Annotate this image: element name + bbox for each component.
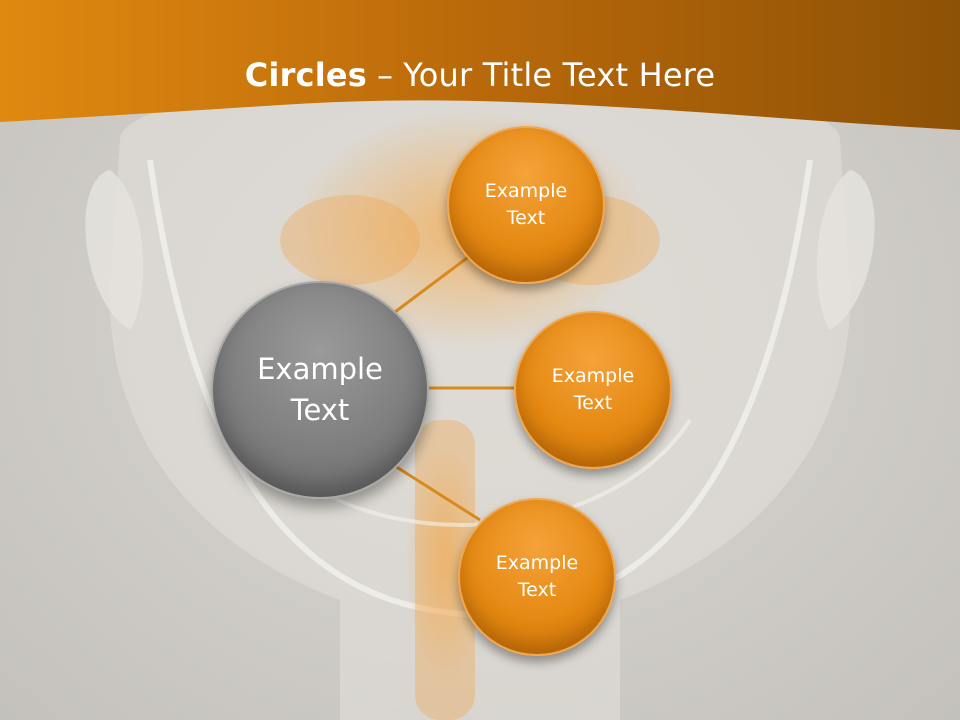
circle-node-1-line1: Example	[484, 180, 568, 203]
circle-node-3-line2: Text	[517, 579, 557, 601]
center-circle[interactable]: Example Text	[211, 281, 429, 499]
title-separator: –	[377, 56, 394, 94]
title-bold: Circles	[244, 56, 368, 94]
circle-node-1-line2: Text	[506, 207, 546, 229]
center-circle-line1: Example	[257, 352, 383, 387]
circle-node-2-line1: Example	[551, 365, 635, 388]
circle-node-3-line1: Example	[495, 552, 579, 575]
circle-node-2-line2: Text	[573, 392, 613, 414]
circle-node-1[interactable]: Example Text	[447, 126, 605, 284]
circle-node-3[interactable]: Example Text	[458, 498, 616, 656]
slide-title: Circles–Your Title Text Here	[0, 56, 960, 94]
circle-node-2[interactable]: Example Text	[514, 311, 672, 469]
center-circle-line2: Text	[290, 393, 350, 427]
title-text: Your Title Text Here	[403, 56, 716, 94]
